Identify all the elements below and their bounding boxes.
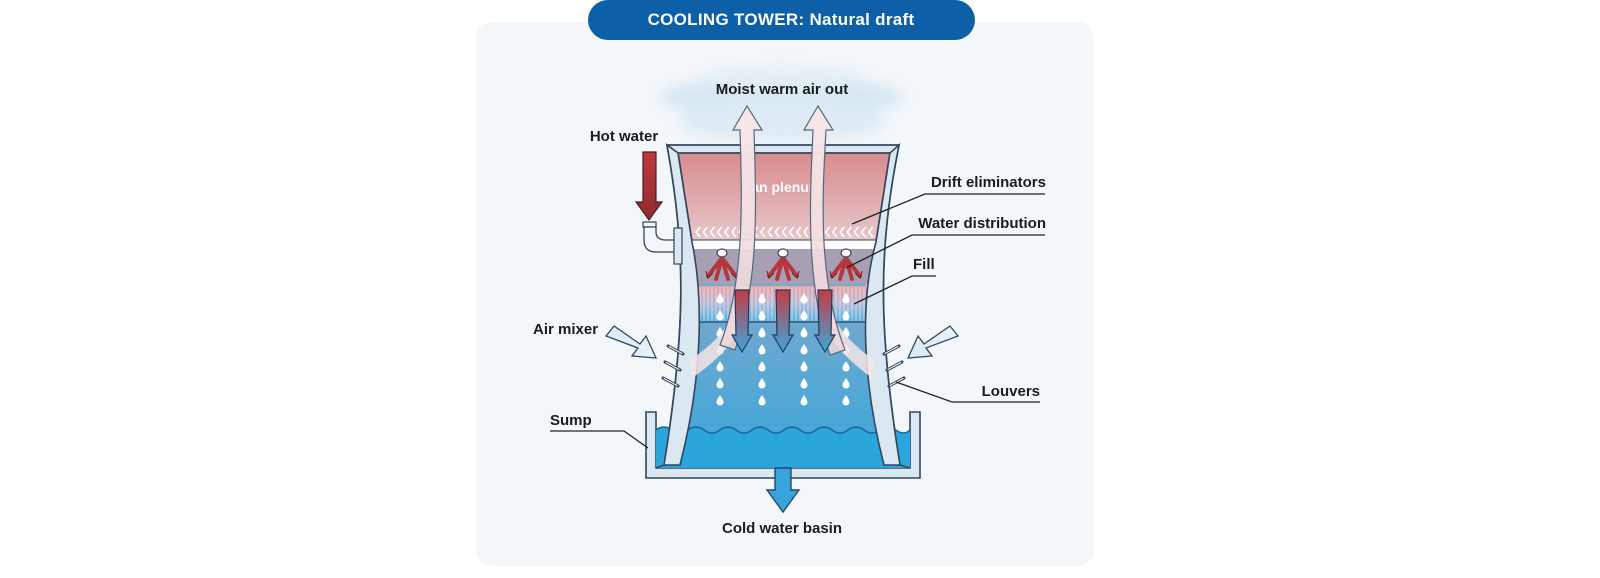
label-cold-water-basin: Cold water basin: [722, 520, 842, 537]
hot-water-inlet: [634, 151, 683, 265]
chevron: [716, 226, 723, 238]
chevron: [788, 226, 795, 238]
water-droplet: [758, 310, 766, 321]
steam-cloud: [660, 64, 904, 142]
fan-plenum: [676, 152, 892, 243]
air-in-arrow-right: [906, 325, 960, 359]
falling-water-arrow: [771, 289, 795, 354]
water-droplet: [716, 310, 724, 321]
chevron: [853, 226, 860, 238]
label-sump: Sump: [550, 412, 592, 429]
title-banner: COOLING TOWER: Natural draft: [588, 0, 975, 40]
water-droplet: [758, 293, 766, 304]
water-droplet: [842, 395, 850, 406]
water-droplet: [758, 395, 766, 406]
chevron: [860, 226, 867, 238]
water-droplet: [716, 378, 724, 389]
chevron: [838, 226, 845, 238]
falling-water-arrow: [730, 289, 754, 354]
water-droplet: [758, 327, 766, 338]
leader-lines: [550, 193, 1045, 449]
water-droplet: [842, 310, 850, 321]
fan-plenum-label: Fan plenum: [743, 179, 822, 195]
chevron: [759, 226, 766, 238]
hot-water-arrow: [634, 151, 664, 222]
label-moist-warm-air-out: Moist warm air out: [716, 81, 849, 98]
chevron: [694, 226, 701, 238]
basin: [645, 411, 921, 479]
water-droplet: [716, 395, 724, 406]
water-droplet: [842, 361, 850, 372]
label-fill: Fill: [913, 256, 935, 273]
nozzle-head: [716, 248, 728, 258]
chevron: [802, 226, 809, 238]
spray-jets: [767, 256, 799, 281]
chevron: [766, 226, 773, 238]
water-droplet: [758, 378, 766, 389]
chevron: [846, 226, 852, 238]
water-droplet: [800, 344, 808, 355]
spray-tips: [766, 270, 800, 279]
nozzle-head: [840, 248, 852, 258]
spray-nozzle: [766, 248, 800, 281]
falling-water-arrow: [813, 289, 837, 354]
water-droplet: [800, 395, 808, 406]
water-droplet: [758, 361, 766, 372]
spray-tips: [829, 270, 863, 279]
label-louvers: Louvers: [982, 383, 1040, 400]
water-droplet: [800, 293, 808, 304]
chevron: [824, 226, 831, 238]
air-in-arrow-left: [604, 325, 658, 359]
chevron: [723, 226, 730, 238]
label-air-mixer: Air mixer: [533, 321, 598, 338]
water-droplet: [758, 344, 766, 355]
diagram-title: COOLING TOWER: Natural draft: [648, 10, 915, 29]
chevron: [831, 226, 838, 238]
water-droplet: [800, 361, 808, 372]
spray-jets: [706, 256, 738, 281]
water-droplet: [800, 327, 808, 338]
chevron: [702, 226, 708, 238]
water-droplet: [800, 310, 808, 321]
water-droplet: [800, 378, 808, 389]
chevron: [781, 226, 788, 238]
water-droplet: [842, 378, 850, 389]
label-drift-eliminators: Drift eliminators: [931, 174, 1046, 191]
chevron: [730, 226, 737, 238]
basin-water: [656, 427, 910, 468]
spray-jets: [830, 256, 862, 281]
chevron: [774, 226, 780, 238]
spray-nozzle: [829, 248, 863, 281]
label-water-distribution: Water distribution: [918, 215, 1046, 232]
chevron: [709, 226, 716, 238]
cold-water-outlet-arrow: [765, 467, 801, 514]
water-droplet: [716, 361, 724, 372]
label-hot-water: Hot water: [590, 128, 659, 145]
chevron: [795, 226, 802, 238]
shell-right-wall: [864, 142, 901, 466]
water-droplet: [842, 293, 850, 304]
falling-water-arrows: [730, 289, 837, 354]
chevron: [867, 226, 874, 238]
nozzle-head: [777, 248, 789, 258]
water-droplet: [716, 293, 724, 304]
